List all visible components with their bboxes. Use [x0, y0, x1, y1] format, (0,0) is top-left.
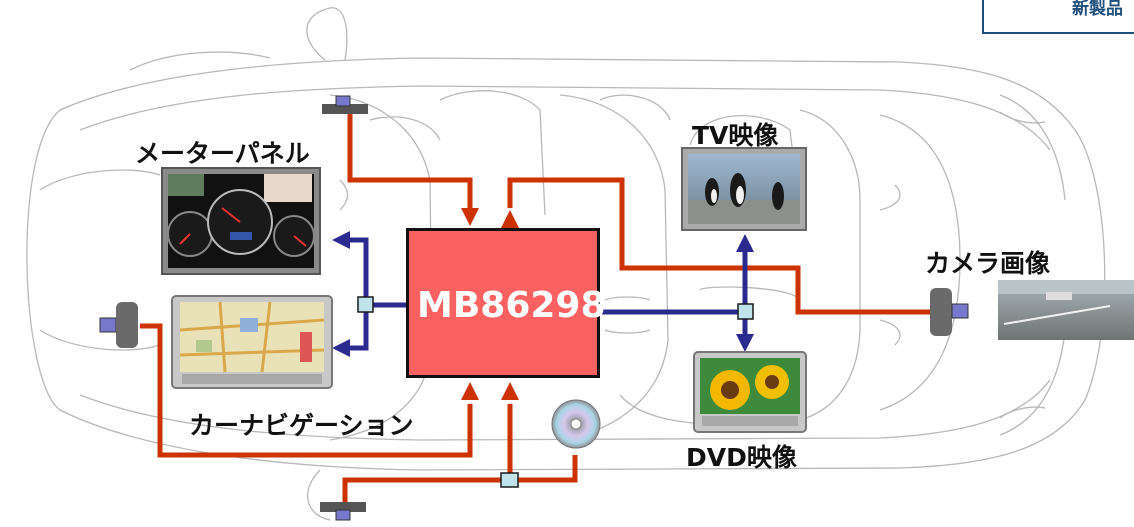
tv-screen: [681, 147, 807, 231]
tv-feed-line: [507, 177, 930, 315]
nav-arrow: [332, 339, 350, 357]
navigation-screen: [171, 295, 333, 389]
dvd-disc-line: [510, 455, 578, 483]
tv-arrow: [736, 234, 754, 252]
dvd-video-label: DVD映像: [686, 443, 797, 472]
meter-arrow: [332, 231, 350, 249]
top-camera-icon: [322, 95, 368, 114]
chip-to-displays-line: [350, 237, 406, 308]
dvd-disc-icon: [551, 399, 601, 449]
camera-image-label: カメラ画像: [925, 249, 1051, 278]
dvd-arrow: [736, 334, 754, 352]
new-product-badge: 新製品: [982, 0, 1134, 34]
display-signal-lines: [332, 231, 754, 357]
tv-feed-arrow: [501, 210, 519, 228]
bottom-camera-icon: [320, 502, 366, 521]
meter-panel-label: メーターパネル: [135, 139, 310, 168]
top-camera-line: [347, 112, 473, 208]
camera-image-view: [998, 280, 1134, 340]
tv-video-label: TV映像: [692, 121, 779, 150]
connector-right: [737, 303, 754, 320]
left-camera-icon: [99, 302, 138, 348]
dvd-screen: [693, 351, 807, 433]
badge-text: 新製品: [1072, 0, 1123, 19]
car-navigation-label: カーナビゲーション: [189, 411, 414, 440]
left-camera-line: [140, 323, 473, 458]
right-camera-icon: [930, 288, 969, 336]
top-camera-arrow: [461, 208, 479, 226]
left-camera-arrow: [461, 382, 479, 400]
connector-bottom: [500, 472, 519, 488]
connector-left: [357, 296, 374, 313]
video-signal-lines: [140, 112, 930, 505]
bottom-camera-line: [342, 404, 513, 505]
chip-label: MB86298: [417, 285, 606, 326]
meter-panel-screen: [161, 167, 321, 275]
bottom-camera-arrow: [501, 382, 519, 400]
mb86298-chip: MB86298: [406, 228, 606, 378]
